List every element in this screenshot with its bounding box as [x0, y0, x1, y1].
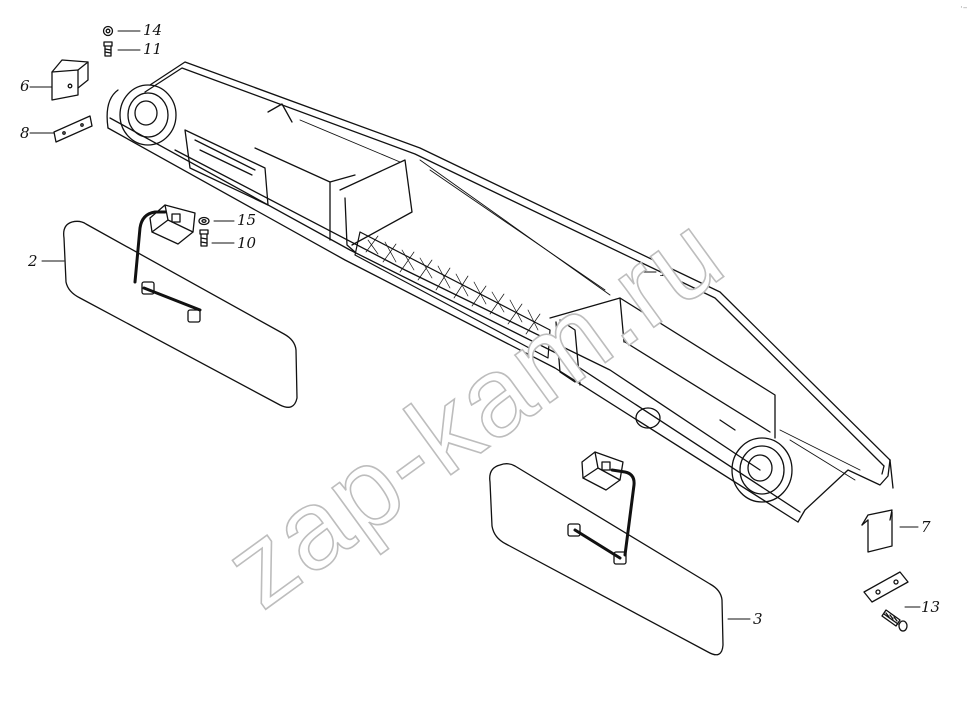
overhead-console-shelf	[106, 61, 894, 523]
leader-lines	[29, 30, 921, 620]
bracket-part-7	[861, 509, 893, 553]
bolt-part-10	[199, 229, 209, 247]
callout-14: 14	[143, 21, 162, 39]
callout-3: 3	[753, 610, 763, 628]
callout-2: 2	[27, 252, 38, 270]
watermark-text: zap-kam.ru	[203, 189, 746, 631]
bracket-part-6	[51, 59, 89, 101]
washer-part-15	[198, 216, 210, 226]
plate-part-8	[53, 115, 93, 143]
screw-part-13	[881, 609, 908, 632]
callout-7: 7	[921, 518, 931, 536]
bolt-part-11	[103, 41, 113, 57]
right-sun-visor	[489, 451, 724, 656]
callout-10: 10	[237, 234, 257, 252]
left-sun-visor	[63, 204, 298, 408]
callout-13: 13	[921, 598, 940, 616]
mounting-plate	[863, 571, 909, 603]
callout-labels: 14 11 6 8 15 10 2 1 3 7 13	[20, 21, 940, 628]
callout-15: 15	[237, 211, 256, 229]
callout-6: 6	[20, 77, 30, 95]
callout-8: 8	[20, 124, 30, 142]
callout-11: 11	[143, 40, 162, 58]
storage-net	[354, 231, 551, 359]
corner-mark: ·–	[960, 3, 968, 13]
callout-1: 1	[659, 262, 669, 280]
nut-part-14	[102, 25, 114, 37]
